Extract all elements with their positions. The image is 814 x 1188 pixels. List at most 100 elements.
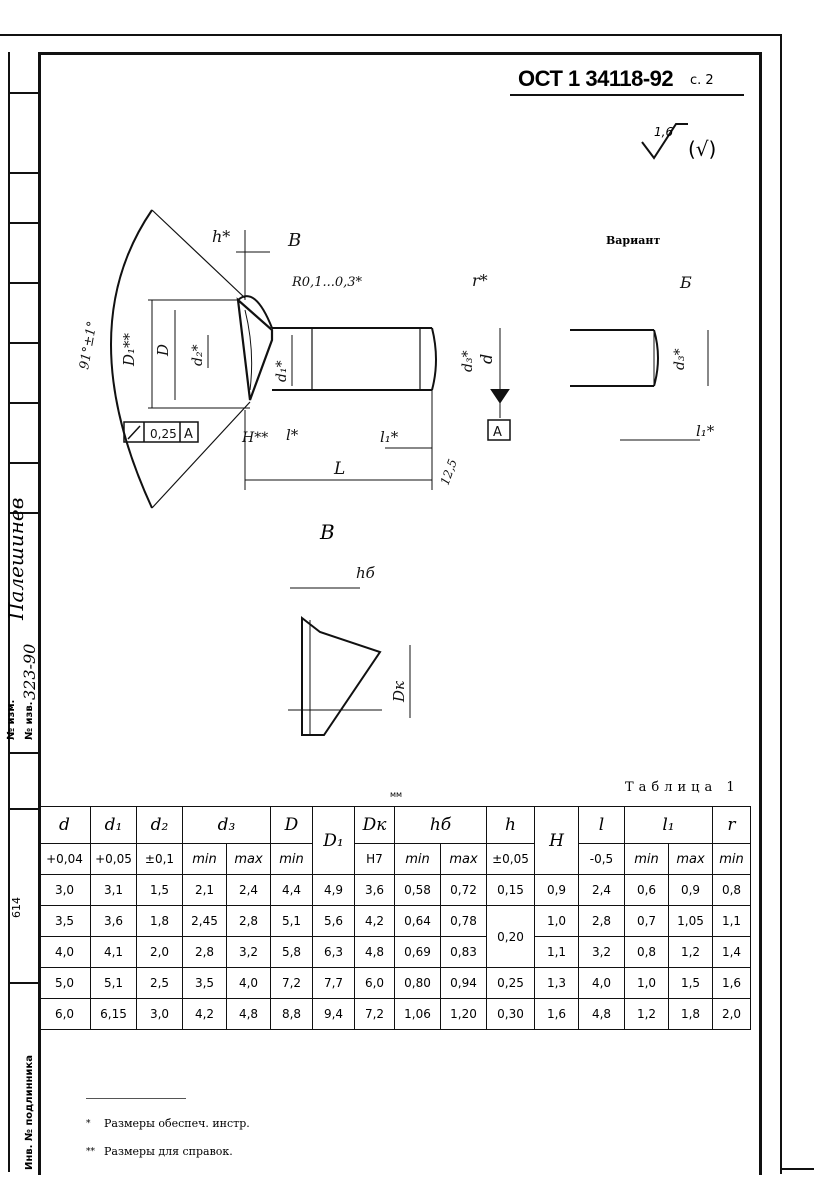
cell-D1: 9,4 — [312, 998, 355, 1030]
side-izm-label: № изм. — [6, 699, 17, 740]
header-H: H — [534, 806, 579, 875]
label-D1: D₁** — [120, 332, 138, 367]
strip-tick — [8, 282, 38, 284]
cell-l1-max: 1,5 — [668, 967, 713, 999]
table-row: 3,0 3,1 1,5 2,1 2,4 4,4 4,9 3,6 0,58 0,7… — [38, 874, 751, 906]
cell-l1-max: 1,2 — [668, 936, 713, 968]
tol-d: +0,04 — [38, 843, 91, 875]
shank-end — [431, 327, 437, 391]
footnote-rule — [86, 1098, 186, 1099]
tol-l1-max: max — [668, 843, 713, 875]
label-d: d — [477, 354, 496, 364]
side-strip-edge — [8, 52, 10, 1172]
header-D1: D₁ — [312, 806, 355, 875]
cell-r: 1,4 — [712, 936, 751, 968]
dimension-table: d d₁ d₂ d₃ D D₁ Dк hб h H l l₁ r +0,04 +… — [38, 806, 751, 1030]
cell-H: 1,1 — [534, 936, 579, 968]
cell-l1-min: 1,0 — [624, 967, 669, 999]
angle-leader-top — [151, 209, 246, 299]
tol-l1-min: min — [624, 843, 669, 875]
label-d3: d₃* — [460, 350, 476, 372]
label-finish: 12,5 — [438, 457, 460, 487]
cell-l1-min: 0,6 — [624, 874, 669, 906]
label-l: l* — [286, 426, 299, 444]
cell-l: 3,2 — [578, 936, 625, 968]
table-title: Таблица 1 — [625, 780, 740, 795]
tol-r: min — [712, 843, 751, 875]
label-d1: d₁* — [274, 360, 290, 382]
footnotes: *Размеры обеспеч. инстр. **Размеры для с… — [86, 1110, 250, 1166]
cell-l1-max: 0,9 — [668, 874, 713, 906]
header-d3: d₃ — [182, 806, 271, 844]
label-D: D — [154, 344, 172, 357]
cell-Dk: 4,8 — [354, 936, 395, 968]
label-d2: d₂* — [190, 344, 206, 366]
cell-d: 3,5 — [38, 905, 91, 937]
cell-d3-max: 4,8 — [226, 998, 271, 1030]
cell-r: 1,6 — [712, 967, 751, 999]
cell-d: 5,0 — [38, 967, 91, 999]
tol-l: -0,5 — [578, 843, 625, 875]
strip-tick — [8, 222, 38, 224]
cell-r: 0,8 — [712, 874, 751, 906]
side-izv-label: № изв. — [24, 701, 35, 740]
strip-tick — [8, 172, 38, 174]
header-d: d — [38, 806, 91, 844]
footnote-mark: * — [86, 1119, 91, 1129]
datum-box — [487, 419, 511, 441]
cell-l1-min: 0,7 — [624, 905, 669, 937]
cell-d3-min: 2,45 — [182, 905, 227, 937]
header-l: l — [578, 806, 625, 844]
label-d3-variant: d₃* — [672, 348, 688, 370]
cell-d3-max: 4,0 — [226, 967, 271, 999]
variant-end — [653, 329, 659, 387]
view-b-title: В — [320, 520, 335, 544]
label-radius: R0,1...0,3* — [291, 275, 363, 290]
rivet-drawing: h* В R0,1...0,3* r* Б 91°±1° D₁** D d₂* … — [77, 209, 715, 736]
strip-tick — [8, 342, 38, 344]
table-row: 3,5 3,6 1,8 2,45 2,8 5,1 5,6 4,2 0,64 0,… — [38, 905, 751, 968]
cell-hb-max: 1,20 — [440, 998, 487, 1030]
cell-d2: 2,5 — [136, 967, 183, 999]
cell-d: 6,0 — [38, 998, 91, 1030]
tolerance-frame — [123, 421, 199, 443]
label-B: В — [287, 230, 301, 251]
cell-H: 1,3 — [534, 967, 579, 999]
cell-h: 0,25 — [486, 967, 535, 999]
datum-triangle-icon — [490, 389, 510, 404]
label-angle: 91°±1° — [77, 320, 100, 371]
cell-hb-max: 0,83 — [440, 936, 487, 968]
cell-hb-min: 1,06 — [394, 998, 441, 1030]
cell-d1: 5,1 — [90, 967, 137, 999]
cell-d3-min: 2,1 — [182, 874, 227, 906]
cell-d3-min: 4,2 — [182, 998, 227, 1030]
roughness-symbol: 1,6 (√) — [640, 120, 730, 170]
strip-tick — [8, 982, 38, 984]
strip-tick — [8, 462, 38, 464]
footnote-text: Размеры для справок. — [104, 1145, 233, 1158]
tol-d3-max: max — [226, 843, 271, 875]
strip-tick — [8, 752, 38, 754]
cell-H: 1,0 — [534, 905, 579, 937]
side-signature: Палешинев — [4, 497, 28, 620]
table-row: 6,0 6,15 3,0 4,2 4,8 8,8 9,4 7,2 1,06 1,… — [38, 998, 751, 1030]
cell-d1: 3,6 — [90, 905, 137, 937]
cell-D1: 5,6 — [312, 905, 355, 937]
cell-r: 2,0 — [712, 998, 751, 1030]
cell-D: 8,8 — [270, 998, 313, 1030]
table-unit: мм — [390, 790, 403, 799]
cell-d2: 1,8 — [136, 905, 183, 937]
label-B-variant: Б — [679, 273, 692, 292]
table-row: 4,0 4,1 2,0 2,8 3,2 5,8 6,3 4,8 0,69 0,8… — [38, 936, 751, 968]
cell-D1: 4,9 — [312, 874, 355, 906]
cell-hb-max: 0,72 — [440, 874, 487, 906]
cell-h: 0,15 — [486, 874, 535, 906]
side-code: 614 — [10, 897, 23, 918]
angle-arc — [110, 209, 153, 509]
frame-top-line — [0, 34, 782, 36]
tol-Dk: H7 — [354, 843, 395, 875]
head-inner-line — [244, 309, 253, 391]
cell-d3-max: 3,2 — [226, 936, 271, 968]
tolerance-value: 0,25 — [150, 427, 177, 441]
cell-Dk: 4,2 — [354, 905, 395, 937]
